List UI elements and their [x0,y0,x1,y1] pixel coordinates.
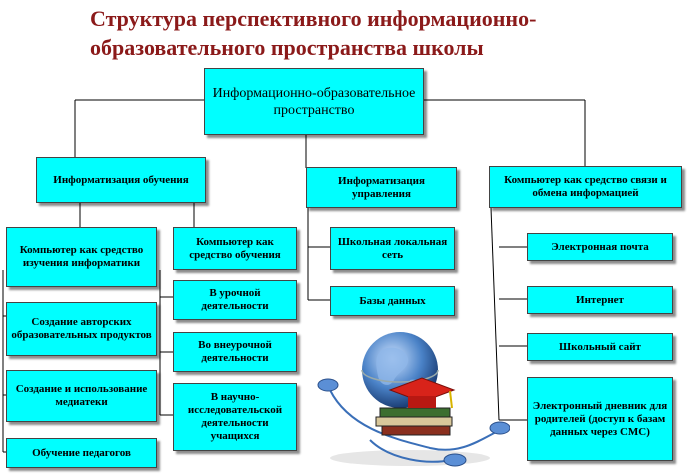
node-computer-learning: Компьютер как средство обучения [173,227,297,270]
node-databases: Базы данных [330,286,455,316]
node-author-products: Создание авторских образовательных проду… [6,302,157,356]
globe-graduation-cap-illustration [317,332,510,467]
branch-informatization-learning: Информатизация обучения [36,157,206,203]
node-media-library: Создание и использование медиатеки [6,370,157,422]
node-in-class: В урочной деятельности [173,280,297,320]
node-local-network: Школьная локальная сеть [330,227,455,270]
branch-communication: Компьютер как средство связи и обмена ин… [489,166,682,208]
root-node: Информационно-образовательное пространст… [204,68,424,135]
node-extracurricular: Во внеурочной деятельности [173,332,297,372]
branch-informatization-management: Информатизация управления [306,167,457,208]
node-electronic-diary: Электронный дневник для родителей (досту… [527,377,673,461]
node-internet: Интернет [527,286,673,314]
node-email: Электронная почта [527,233,673,261]
node-computer-informatics: Компьютер как средство изучения информат… [6,227,157,287]
node-teacher-training: Обучение педагогов [6,438,157,468]
page-title: Структура перспективного информационно-о… [90,6,537,60]
node-research: В научно-исследовательской деятельности … [173,383,297,451]
node-school-site: Школьный сайт [527,333,673,361]
